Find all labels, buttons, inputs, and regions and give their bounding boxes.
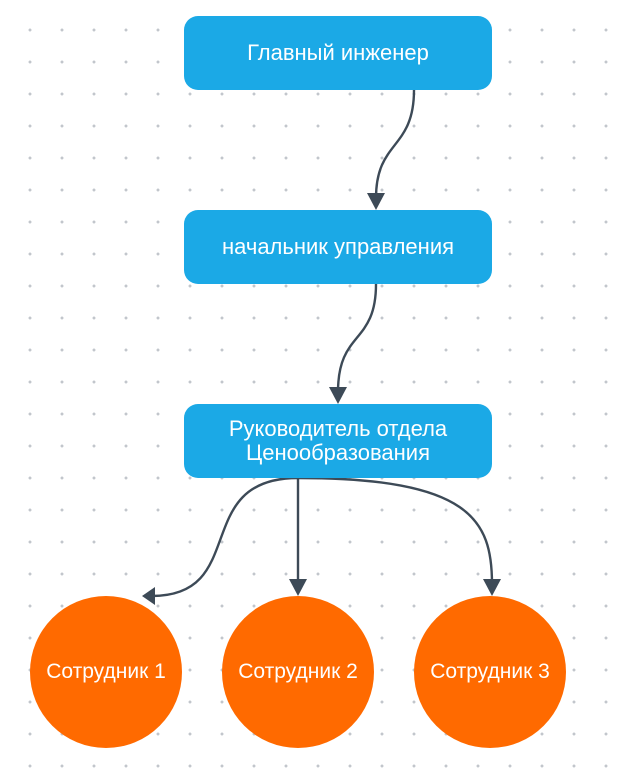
node-label: Руководитель отдела Ценообразования	[228, 416, 448, 465]
edge-dept-to-emp3[interactable]	[297, 476, 501, 596]
node-employee-2[interactable]: Сотрудник 2	[222, 596, 374, 748]
node-employee-3[interactable]: Сотрудник 3	[414, 596, 566, 748]
arrowhead-icon	[367, 193, 385, 210]
edge-dept-to-emp1[interactable]	[142, 476, 299, 605]
edge-dept-to-emp2[interactable]	[289, 478, 307, 596]
edge-head-to-dept[interactable]	[329, 283, 378, 404]
arrowhead-icon	[142, 587, 155, 605]
node-label: Сотрудник 2	[238, 660, 358, 683]
node-employee-1[interactable]: Сотрудник 1	[30, 596, 182, 748]
node-label: Сотрудник 1	[46, 660, 166, 683]
node-head-of-department[interactable]: начальник управления	[184, 210, 492, 284]
edge-chief-to-head[interactable]	[367, 89, 416, 210]
arrowhead-icon	[289, 579, 307, 596]
arrowhead-icon	[483, 579, 501, 596]
node-chief-engineer[interactable]: Главный инженер	[184, 16, 492, 90]
arrowhead-icon	[329, 387, 347, 404]
node-pricing-department-head[interactable]: Руководитель отдела Ценообразования	[184, 404, 492, 478]
node-label: начальник управления	[221, 234, 455, 259]
node-label: Главный инженер	[247, 40, 429, 65]
node-label: Сотрудник 3	[430, 660, 550, 683]
